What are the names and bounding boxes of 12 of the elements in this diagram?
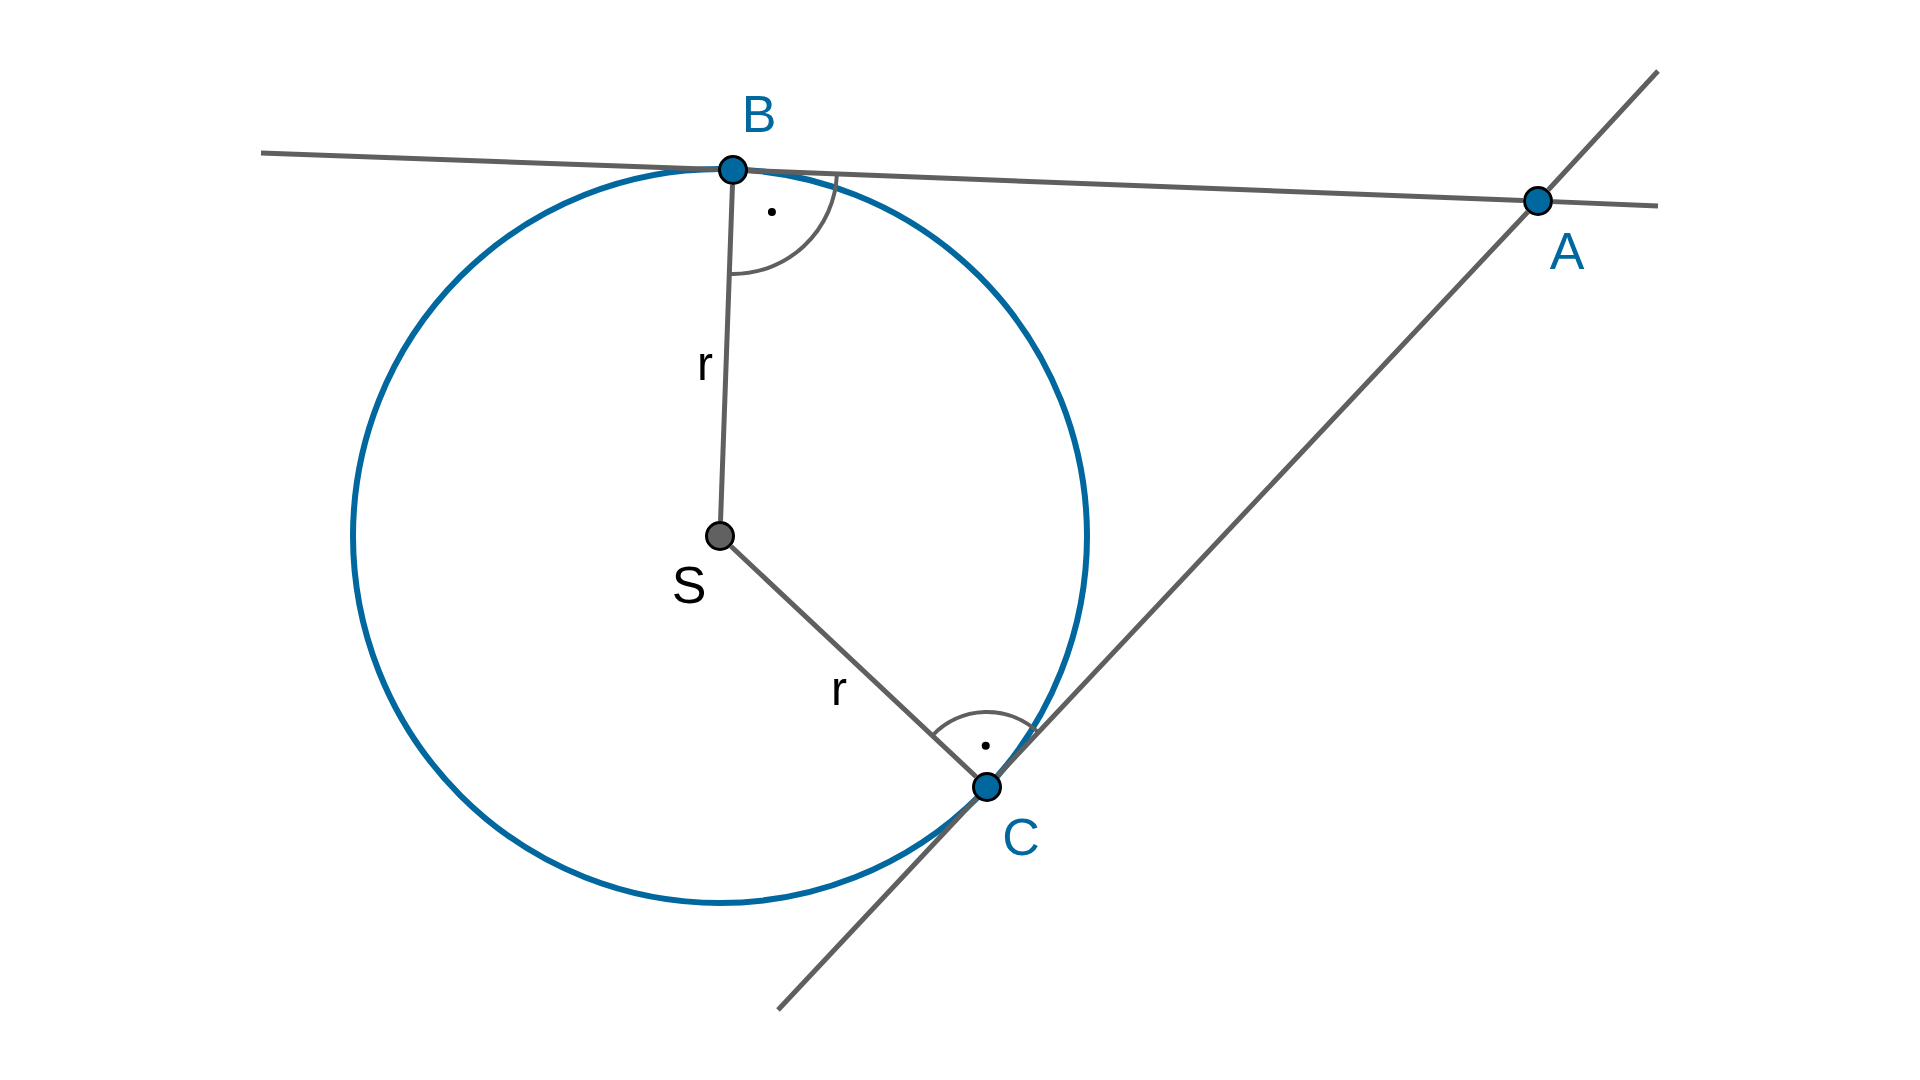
line-segment [718,184,735,522]
point-dot [972,772,1002,802]
point-label: A [1549,225,1585,277]
line-segment [995,210,1530,778]
line-segment [729,544,978,779]
point-label: B [741,88,777,140]
point-dot [1523,186,1553,216]
point-dot [718,155,748,185]
point-dot [705,521,735,551]
line-segment [747,168,1524,203]
point-label: S [671,559,707,611]
point-label: C [1002,811,1040,863]
